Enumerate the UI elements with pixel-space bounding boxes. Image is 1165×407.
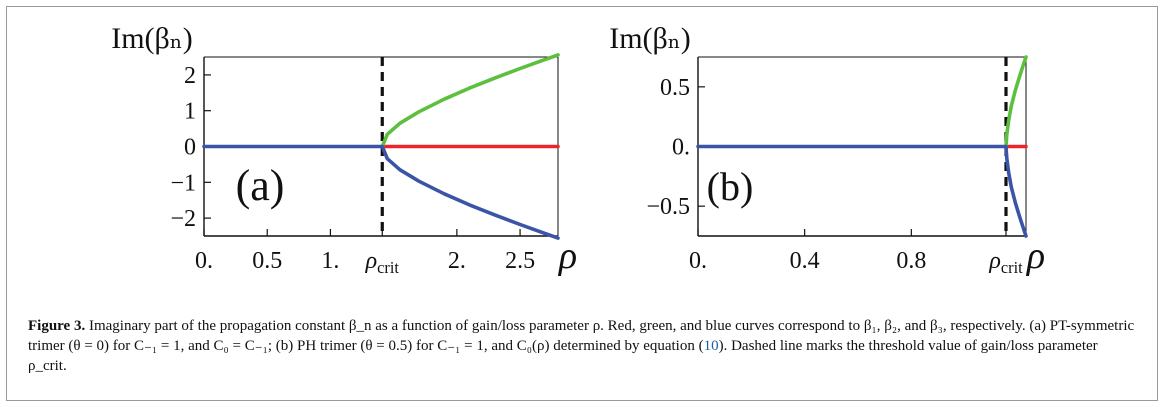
series-line-beta2 — [380, 53, 560, 149]
x-tick-label: 2. — [448, 248, 466, 274]
y-axis-label: Im(βₙ) — [609, 22, 691, 55]
y-tick-label: 0.5 — [660, 75, 690, 101]
y-tick-label: 0. — [672, 135, 690, 161]
panel-label: (b) — [707, 164, 754, 209]
caption-text-end: ). Dashed line marks the threshold value… — [28, 338, 1098, 374]
series-line-beta3 — [696, 144, 1028, 238]
y-tick-label: −1 — [170, 170, 196, 196]
figure-panels: 2 1 0 −1 −2 0. 0.5 1. ρcrit 2. 2.5 Im(βₙ) ρ (a) 0.5 0. −… — [111, 22, 1045, 277]
y-tick-label: 0 — [184, 135, 196, 161]
caption-label: Figure 3. — [28, 318, 86, 334]
x-tick-label: 0. — [195, 248, 213, 274]
y-tick-label: 1 — [184, 99, 196, 125]
x-tick-label: 2.5 — [505, 248, 535, 274]
y-tick-label: −2 — [170, 206, 196, 232]
x-tick-label: 1. — [321, 248, 339, 274]
equation-ref-link[interactable]: 10 — [703, 338, 719, 354]
figure-caption: Figure 3. Imaginary part of the propagat… — [28, 316, 1138, 376]
caption-text: Imaginary part of the propagation consta… — [28, 318, 1135, 354]
x-axis-label: ρ — [558, 235, 577, 277]
y-tick-label: −0.5 — [646, 194, 690, 220]
series-line-beta3 — [202, 144, 560, 240]
y-tick-label: 2 — [184, 63, 196, 89]
panel-label: (a) — [236, 161, 285, 210]
x-tick-label: 0.4 — [790, 248, 820, 274]
series-line-beta2 — [1004, 55, 1028, 149]
x-tick-label: 0.8 — [896, 248, 926, 274]
y-axis-label: Im(βₙ) — [111, 22, 193, 55]
x-tick-label: 0.5 — [252, 248, 282, 274]
x-tick-label: 0. — [689, 248, 707, 274]
x-axis-label: ρ — [1026, 235, 1045, 277]
figure-frame — [6, 6, 1158, 401]
x-tick-label: ρcrit — [988, 248, 1023, 277]
x-tick-label: ρcrit — [365, 248, 400, 277]
